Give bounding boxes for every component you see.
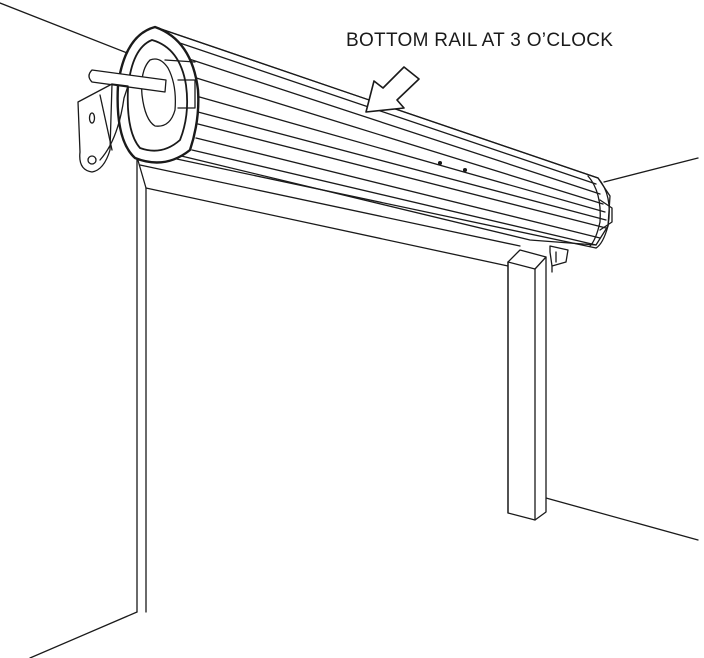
callout-arrow — [365, 66, 420, 113]
door-opening — [136, 156, 521, 613]
right-jamb — [507, 249, 547, 521]
callout-label: BOTTOM RAIL AT 3 O’CLOCK — [346, 30, 614, 51]
right-bracket — [549, 199, 613, 273]
door-coil-drum — [116, 25, 611, 249]
left-shaft-bracket — [77, 69, 167, 173]
